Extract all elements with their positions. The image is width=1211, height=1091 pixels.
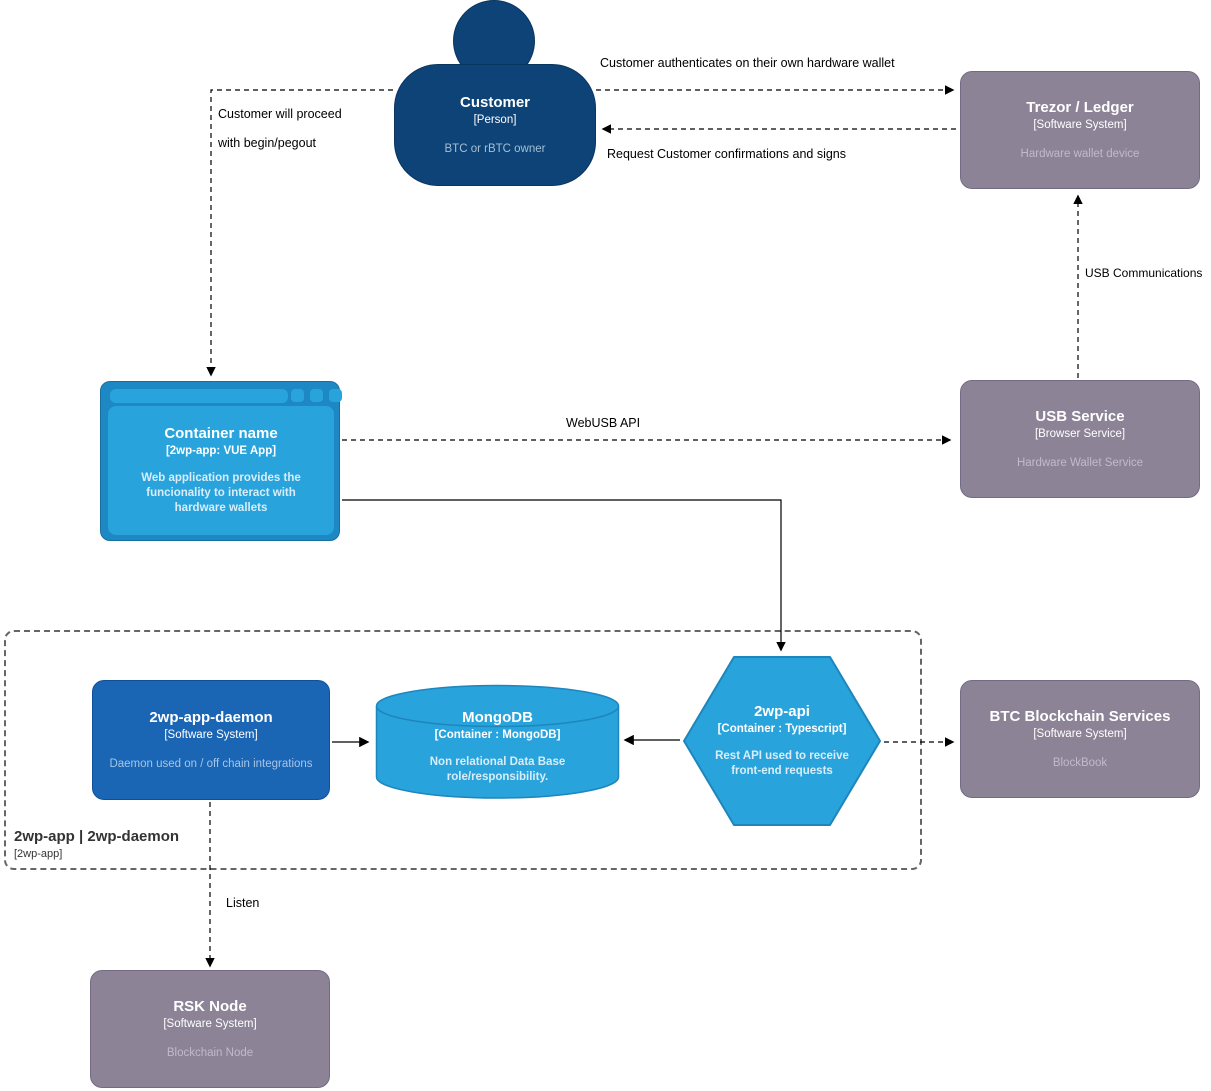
rsk-node[interactable]: RSK Node [Software System] Blockchain No… [90,970,330,1088]
node-title: RSK Node [173,997,247,1015]
btc-blockchain-node[interactable]: BTC Blockchain Services [Software System… [960,680,1200,798]
customer-node[interactable]: Customer [Person] BTC or rBTC owner [394,64,596,186]
browser-address-bar [110,389,288,403]
node-desc: BlockBook [1052,756,1108,769]
daemon-node[interactable]: 2wp-app-daemon [Software System] Daemon … [92,680,330,800]
node-title: USB Service [1035,407,1125,425]
node-desc: BTC or rBTC owner [444,142,546,155]
browser-button-icon [329,389,342,402]
edge-label-listen: Listen [226,896,260,910]
edge-label-request-confirmations: Request Customer confirmations and signs [607,147,847,161]
edge-customer-to-webapp [206,89,393,377]
node-meta: [Software System] [163,1017,257,1030]
edge-label-proceed-line1: Customer will proceed [218,107,342,121]
node-title: 2wp-api [754,703,810,720]
api-node[interactable]: 2wp-api [Container : Typescript] Rest AP… [692,655,872,827]
node-desc: Daemon used on / off chain integrations [109,757,313,770]
boundary-title: 2wp-app | 2wp-daemon [14,828,180,845]
api-hexagon-icon[interactable] [682,655,882,827]
browser-button-icon [310,389,323,402]
usb-service-node[interactable]: USB Service [Browser Service] Hardware W… [960,380,1200,498]
node-meta: [Person] [473,113,517,126]
browser-button-icon [291,389,304,402]
edge-label-usb-communications: USB Communications [1085,266,1203,280]
node-meta: [Software System] [1033,727,1127,740]
node-meta: [Container : MongoDB] [434,729,561,741]
trezor-ledger-node[interactable]: Trezor / Ledger [Software System] Hardwa… [960,71,1200,189]
node-desc: Non relational Data Base role/responsibi… [429,756,566,783]
node-desc: Hardware wallet device [1020,147,1140,160]
mongodb-cylinder-icon[interactable] [375,684,620,800]
mongodb-node[interactable]: MongoDB [Container : MongoDB] Non relati… [375,694,620,800]
node-desc: Hardware Wallet Service [1016,456,1144,469]
node-desc: Rest API used to receive front-end reque… [715,750,849,777]
edge-webapp-to-api [342,499,786,652]
boundary-meta: [2wp-app] [14,848,63,860]
webapp-container-body: Container name [2wp-app: VUE App] Web ap… [108,406,334,535]
node-meta: [Container : Typescript] [717,723,847,735]
node-meta: [Browser Service] [1034,427,1126,440]
edge-label-webusb-api: WebUSB API [566,416,641,430]
node-desc: Web application provides the funcionalit… [141,472,301,514]
node-title: MongoDB [462,709,533,726]
node-meta: [Software System] [1033,118,1127,131]
node-title: Customer [459,93,530,111]
node-title: BTC Blockchain Services [989,707,1171,725]
node-meta: [2wp-app: VUE App] [165,445,277,457]
webapp-container-node[interactable]: Container name [2wp-app: VUE App] Web ap… [100,381,342,541]
node-title: Container name [164,425,278,442]
edge-label-proceed-line2: with begin/pegout [218,136,316,150]
node-desc: Blockchain Node [166,1046,254,1059]
node-title: Trezor / Ledger [1026,98,1134,116]
node-meta: [Software System] [164,728,258,741]
edge-label-authenticates: Customer authenticates on their own hard… [600,56,895,70]
node-title: 2wp-app-daemon [149,708,273,726]
